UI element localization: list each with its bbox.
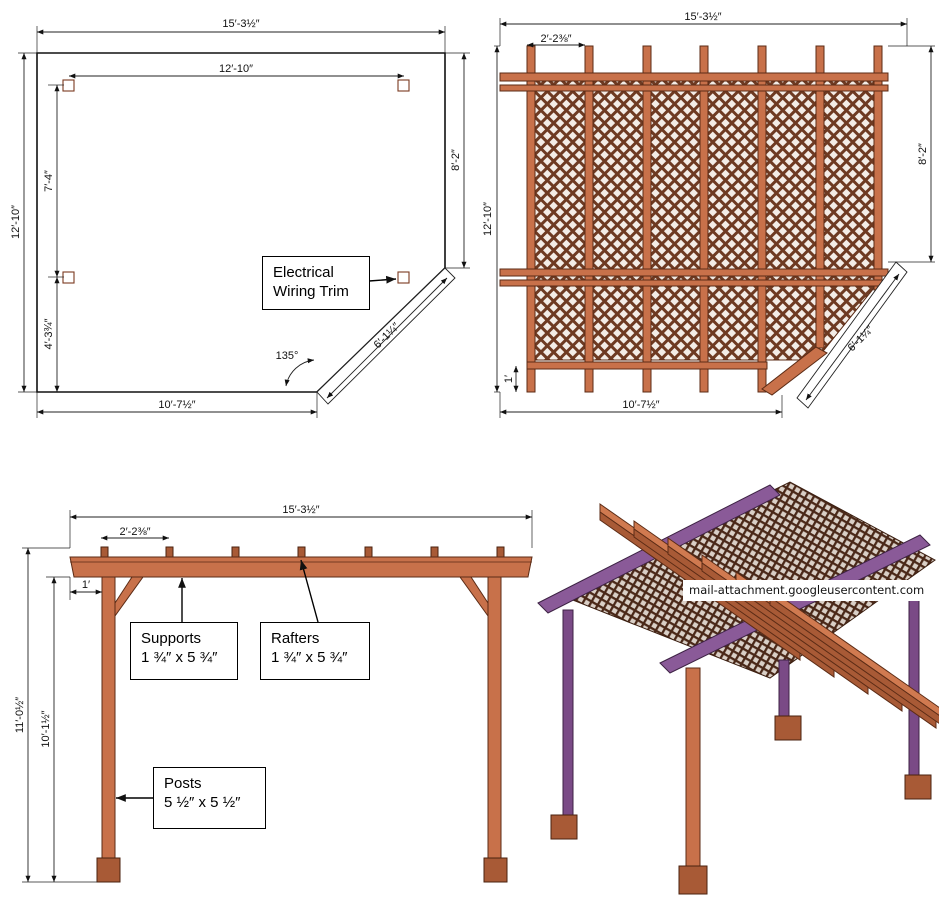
dim-right-height: 8′-2″ — [450, 149, 462, 171]
front-rafter-end — [496, 546, 505, 559]
iso-rafter — [769, 596, 939, 724]
callout-line: 1 ¾″ x 5 ¾″ — [271, 649, 348, 666]
rafters-callout: Rafters 1 ¾″ x 5 ¾″ — [260, 622, 370, 680]
callout-line: 1 ¾″ x 5 ¾″ — [141, 649, 218, 666]
front-post-base — [96, 857, 121, 883]
callout-line: 5 ½″ x 5 ½″ — [164, 794, 241, 811]
dim-depth: 12′-10″ — [482, 202, 494, 236]
front-view: 15′-3½″ 2′-2⅜″ 1′ 11′-0½″ 10′-1½″ — [14, 504, 533, 883]
top-rafter — [642, 45, 652, 393]
dim-overhang: 1′ — [82, 579, 90, 591]
dim-spacing: 2′-2⅜″ — [540, 33, 571, 45]
front-brace — [459, 576, 489, 618]
front-post-left — [101, 576, 116, 861]
plan-view: 15′-3½″ 12′-10″ 12′-10″ 7′-4″ 4′-3¾″ 8′-… — [10, 18, 470, 418]
dim-overall-width: 15′-3½″ — [282, 504, 319, 516]
top-rafter — [873, 45, 883, 291]
electrical-wiring-callout: Electrical Wiring Trim — [262, 256, 370, 310]
dim-left-lower: 4′-3¾″ — [43, 318, 55, 349]
callout-line: Electrical — [273, 264, 334, 281]
callout-line: Supports — [141, 630, 202, 647]
top-rafter — [699, 45, 709, 393]
front-brace — [114, 576, 144, 618]
front-rafter-end — [100, 546, 109, 559]
dim-overall-height: 11′-0½″ — [14, 697, 26, 733]
dim-depth: 12′-10″ — [10, 205, 22, 239]
front-rafter-end — [430, 546, 439, 559]
dim-bottom: 10′-7½″ — [622, 399, 659, 411]
top-beam — [499, 84, 889, 92]
iso-post-base — [904, 774, 932, 800]
front-post-base — [483, 857, 508, 883]
post-marker — [397, 79, 410, 92]
dim-overall-width: 15′-3½″ — [684, 11, 721, 23]
callout-line: Rafters — [271, 630, 320, 647]
post-marker — [62, 271, 75, 284]
iso-post-base — [550, 814, 578, 840]
post-marker — [62, 79, 75, 92]
iso-post-base — [678, 865, 708, 895]
top-rafter — [757, 45, 767, 393]
iso-post — [778, 659, 790, 721]
top-beam — [499, 72, 889, 82]
dim-post-span: 12′-10″ — [219, 63, 253, 75]
dim-overall-width: 15′-3½″ — [222, 18, 259, 30]
callout-line: Wiring Trim — [273, 283, 349, 300]
dim-post-height: 10′-1½″ — [40, 710, 52, 747]
top-beam — [499, 279, 889, 287]
iso-support — [659, 534, 931, 674]
callout-line: Posts — [164, 775, 202, 792]
top-view: 15′-3½″ 2′-2⅜″ 12′-10″ 8′-2″ 1′ 10′-7½″ … — [482, 11, 935, 418]
angle-label: 135° — [276, 350, 299, 362]
iso-post — [685, 667, 701, 869]
posts-callout: Posts 5 ½″ x 5 ½″ — [153, 767, 266, 829]
dim-left-upper: 7′-4″ — [43, 170, 55, 192]
dim-right-height: 8′-2″ — [917, 143, 929, 165]
front-post-right — [487, 576, 502, 861]
dim-bottom: 10′-7½″ — [158, 399, 195, 411]
supports-callout: Supports 1 ¾″ x 5 ¾″ — [130, 622, 238, 680]
dim-spacing: 2′-2⅜″ — [119, 526, 150, 538]
top-rail — [526, 361, 768, 370]
isometric-view — [537, 481, 939, 895]
top-beam — [499, 268, 889, 277]
front-rafter-end — [165, 546, 174, 559]
front-rafter-end — [231, 546, 240, 559]
dim-overhang: 1′ — [503, 375, 515, 383]
iso-post-base — [774, 715, 802, 741]
top-rafter — [526, 45, 536, 393]
iso-post — [562, 609, 574, 821]
post-marker — [397, 271, 410, 284]
front-rafter-end — [364, 546, 373, 559]
front-rafter-end — [297, 546, 306, 559]
source-watermark[interactable]: mail-attachment.googleusercontent.com — [683, 580, 931, 601]
top-rafter — [584, 45, 594, 393]
